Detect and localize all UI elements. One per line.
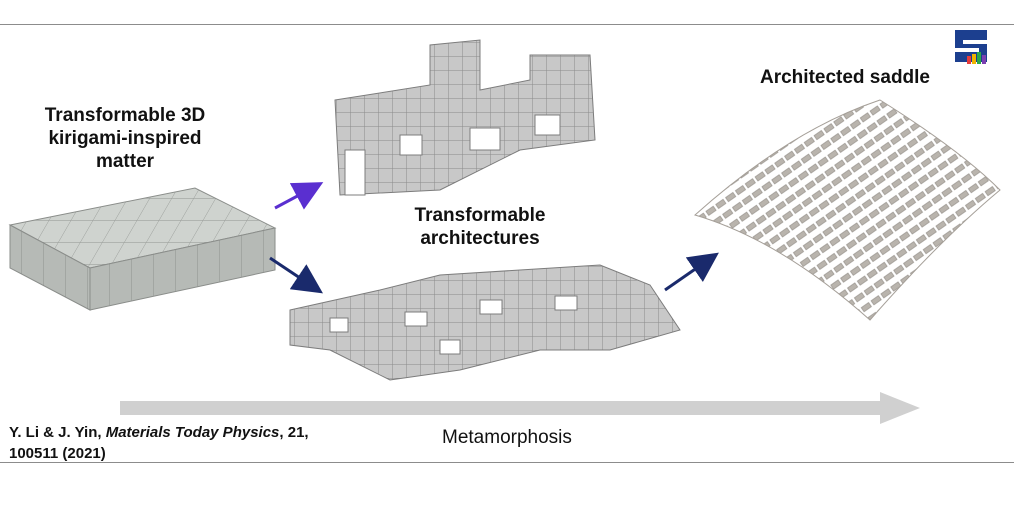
- middle-title-line1: Transformable: [414, 205, 546, 226]
- citation-volume: , 21,: [279, 424, 309, 441]
- citation: Y. Li & J. Yin, Materials Today Physics,…: [9, 422, 409, 464]
- left-title: Transformable 3D kirigami-inspired matte…: [20, 104, 230, 173]
- kirigami-slab: [8, 187, 277, 311]
- top-rule: [0, 24, 1014, 25]
- architecture-bottom: [289, 264, 681, 381]
- citation-journal: Materials Today Physics: [105, 424, 280, 441]
- arrow-to-bottom-architecture: [269, 256, 323, 294]
- citation-line1: Y. Li & J. Yin, Materials Today Physics,…: [9, 422, 409, 443]
- citation-authors: Y. Li & J. Yin,: [9, 424, 106, 441]
- bottom-rule: [0, 462, 1014, 463]
- arrow-to-top-architecture: [274, 182, 324, 210]
- middle-title-line2: architectures: [420, 228, 540, 249]
- logo-icon: [955, 30, 987, 64]
- metamorphosis-label: Metamorphosis: [442, 427, 572, 448]
- middle-title: Transformable architectures: [390, 204, 570, 250]
- left-title-line3: matter: [95, 151, 155, 172]
- architected-saddle: [693, 99, 1001, 321]
- citation-line2: 100511 (2021): [9, 445, 106, 462]
- architecture-top: [334, 39, 596, 196]
- right-title: Architected saddle: [760, 67, 930, 88]
- left-title-line1: Transformable 3D: [44, 105, 206, 126]
- arrow-to-saddle: [664, 252, 719, 292]
- left-title-line2: kirigami-inspired: [48, 128, 202, 149]
- metamorphosis-arrow: [120, 392, 920, 424]
